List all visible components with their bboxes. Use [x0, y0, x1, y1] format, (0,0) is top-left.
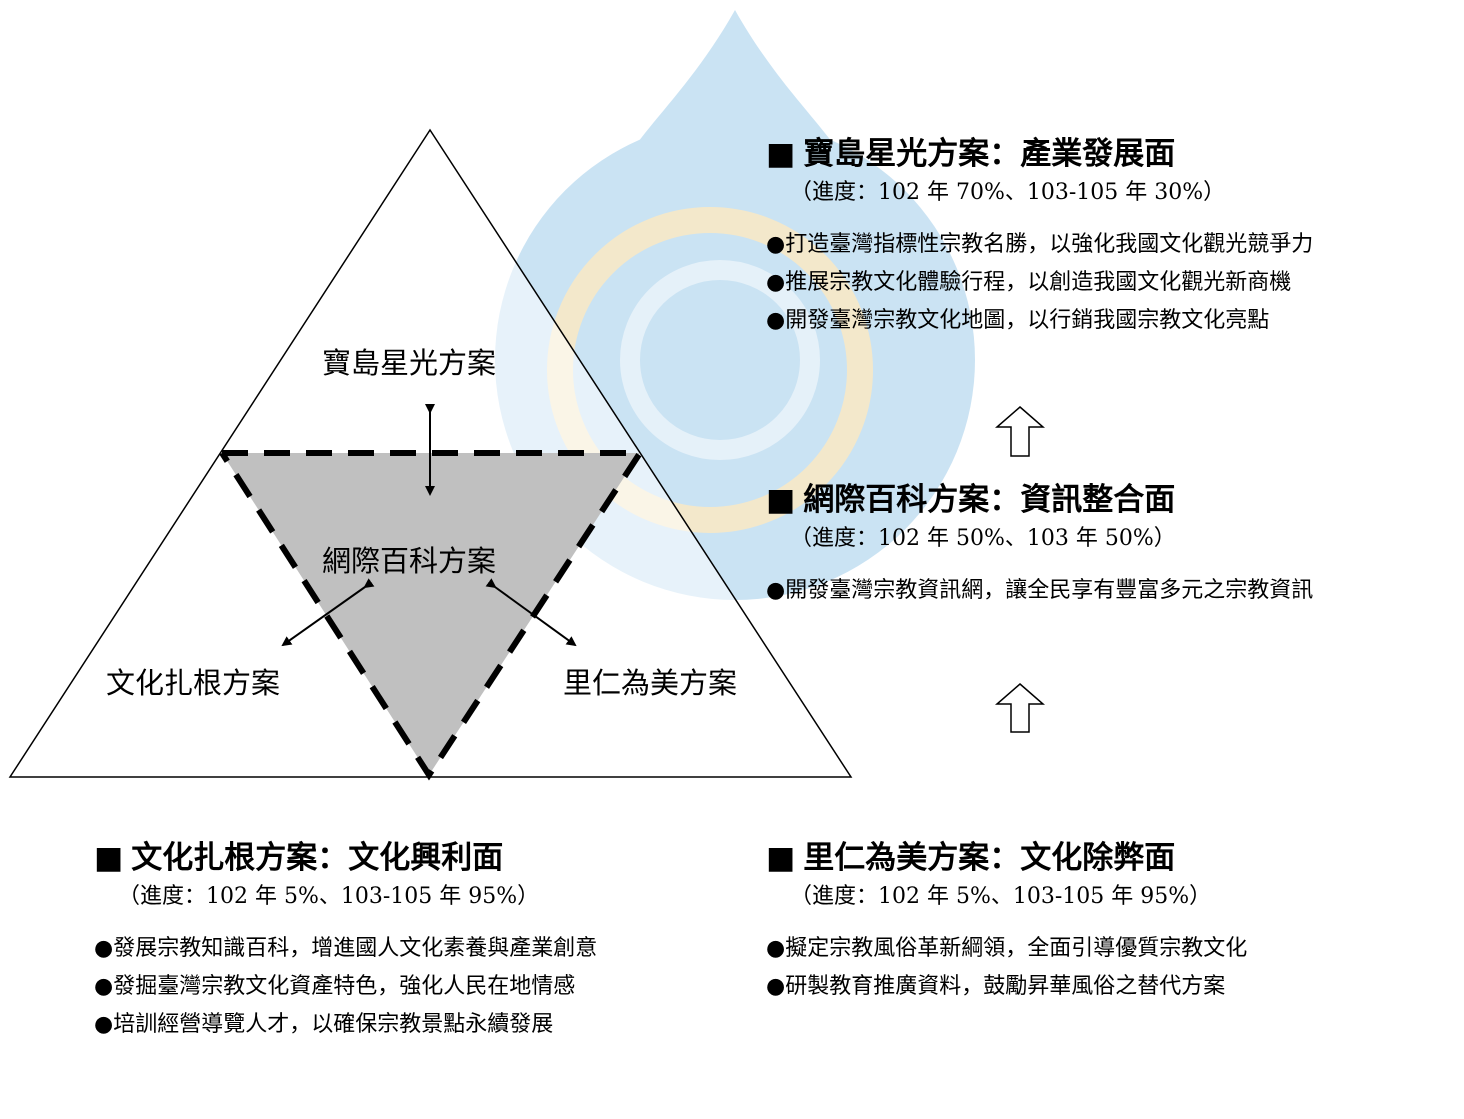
list-item: 發展宗教知識百科，增進國人文化素養與產業創意	[94, 930, 597, 968]
label-culture-roots: 文化扎根方案	[106, 666, 281, 700]
up-arrow-lower	[994, 683, 1046, 733]
list-item: 打造臺灣指標性宗教名勝，以強化我國文化觀光競爭力	[766, 226, 1313, 264]
bullet-list: 開發臺灣宗教資訊網，讓全民享有豐富多元之宗教資訊	[766, 572, 1313, 610]
section-heading: ■網際百科方案：資訊整合面	[766, 480, 1313, 520]
section-heading: ■里仁為美方案：文化除弊面	[766, 838, 1247, 878]
section-treasure-island: ■寶島星光方案：產業發展面 （進度：102 年 70%、103-105 年 30…	[766, 134, 1313, 340]
label-treasure-island: 寶島星光方案	[322, 346, 497, 380]
square-bullet-icon: ■	[94, 840, 124, 876]
section-culture-roots: ■文化扎根方案：文化興利面 （進度：102 年 5%、103-105 年 95%…	[94, 838, 597, 1044]
list-item: 擬定宗教風俗革新綱領，全面引導優質宗教文化	[766, 930, 1247, 968]
bullet-list: 打造臺灣指標性宗教名勝，以強化我國文化觀光競爭力 推展宗教文化體驗行程，以創造我…	[766, 226, 1313, 340]
square-bullet-icon: ■	[766, 840, 796, 876]
progress-text: （進度：102 年 5%、103-105 年 95%）	[118, 884, 540, 909]
square-bullet-icon: ■	[766, 482, 796, 518]
arrow-left-center	[281, 578, 375, 647]
progress-text: （進度：102 年 5%、103-105 年 95%）	[790, 884, 1212, 909]
heading-text: 寶島星光方案：產業發展面	[803, 136, 1176, 172]
label-virtue-beauty: 里仁為美方案	[563, 666, 738, 700]
heading-text: 文化扎根方案：文化興利面	[131, 840, 504, 876]
list-item: 研製教育推廣資料，鼓勵昇華風俗之替代方案	[766, 968, 1247, 1006]
list-item: 推展宗教文化體驗行程，以創造我國文化觀光新商機	[766, 264, 1313, 302]
section-heading: ■寶島星光方案：產業發展面	[766, 134, 1313, 174]
section-internet-wiki: ■網際百科方案：資訊整合面 （進度：102 年 50%、103 年 50%） 開…	[766, 480, 1313, 610]
progress-text: （進度：102 年 50%、103 年 50%）	[790, 526, 1176, 551]
section-heading: ■文化扎根方案：文化興利面	[94, 838, 597, 878]
list-item: 開發臺灣宗教資訊網，讓全民享有豐富多元之宗教資訊	[766, 572, 1313, 610]
square-bullet-icon: ■	[766, 136, 796, 172]
heading-text: 網際百科方案：資訊整合面	[803, 482, 1176, 518]
section-virtue-beauty: ■里仁為美方案：文化除弊面 （進度：102 年 5%、103-105 年 95%…	[766, 838, 1247, 1006]
list-item: 培訓經營導覽人才，以確保宗教景點永續發展	[94, 1006, 597, 1044]
bullet-list: 擬定宗教風俗革新綱領，全面引導優質宗教文化 研製教育推廣資料，鼓勵昇華風俗之替代…	[766, 930, 1247, 1006]
list-item: 發掘臺灣宗教文化資產特色，強化人民在地情感	[94, 968, 597, 1006]
up-arrow-upper	[994, 406, 1046, 457]
inner-triangle	[222, 453, 640, 775]
list-item: 開發臺灣宗教文化地圖，以行銷我國宗教文化亮點	[766, 302, 1313, 340]
bullet-list: 發展宗教知識百科，增進國人文化素養與產業創意 發掘臺灣宗教文化資產特色，強化人民…	[94, 930, 597, 1044]
progress-text: （進度：102 年 70%、103-105 年 30%）	[790, 180, 1226, 205]
arrow-right-center	[485, 578, 577, 647]
heading-text: 里仁為美方案：文化除弊面	[803, 840, 1176, 876]
label-internet-wiki: 網際百科方案	[322, 544, 497, 578]
